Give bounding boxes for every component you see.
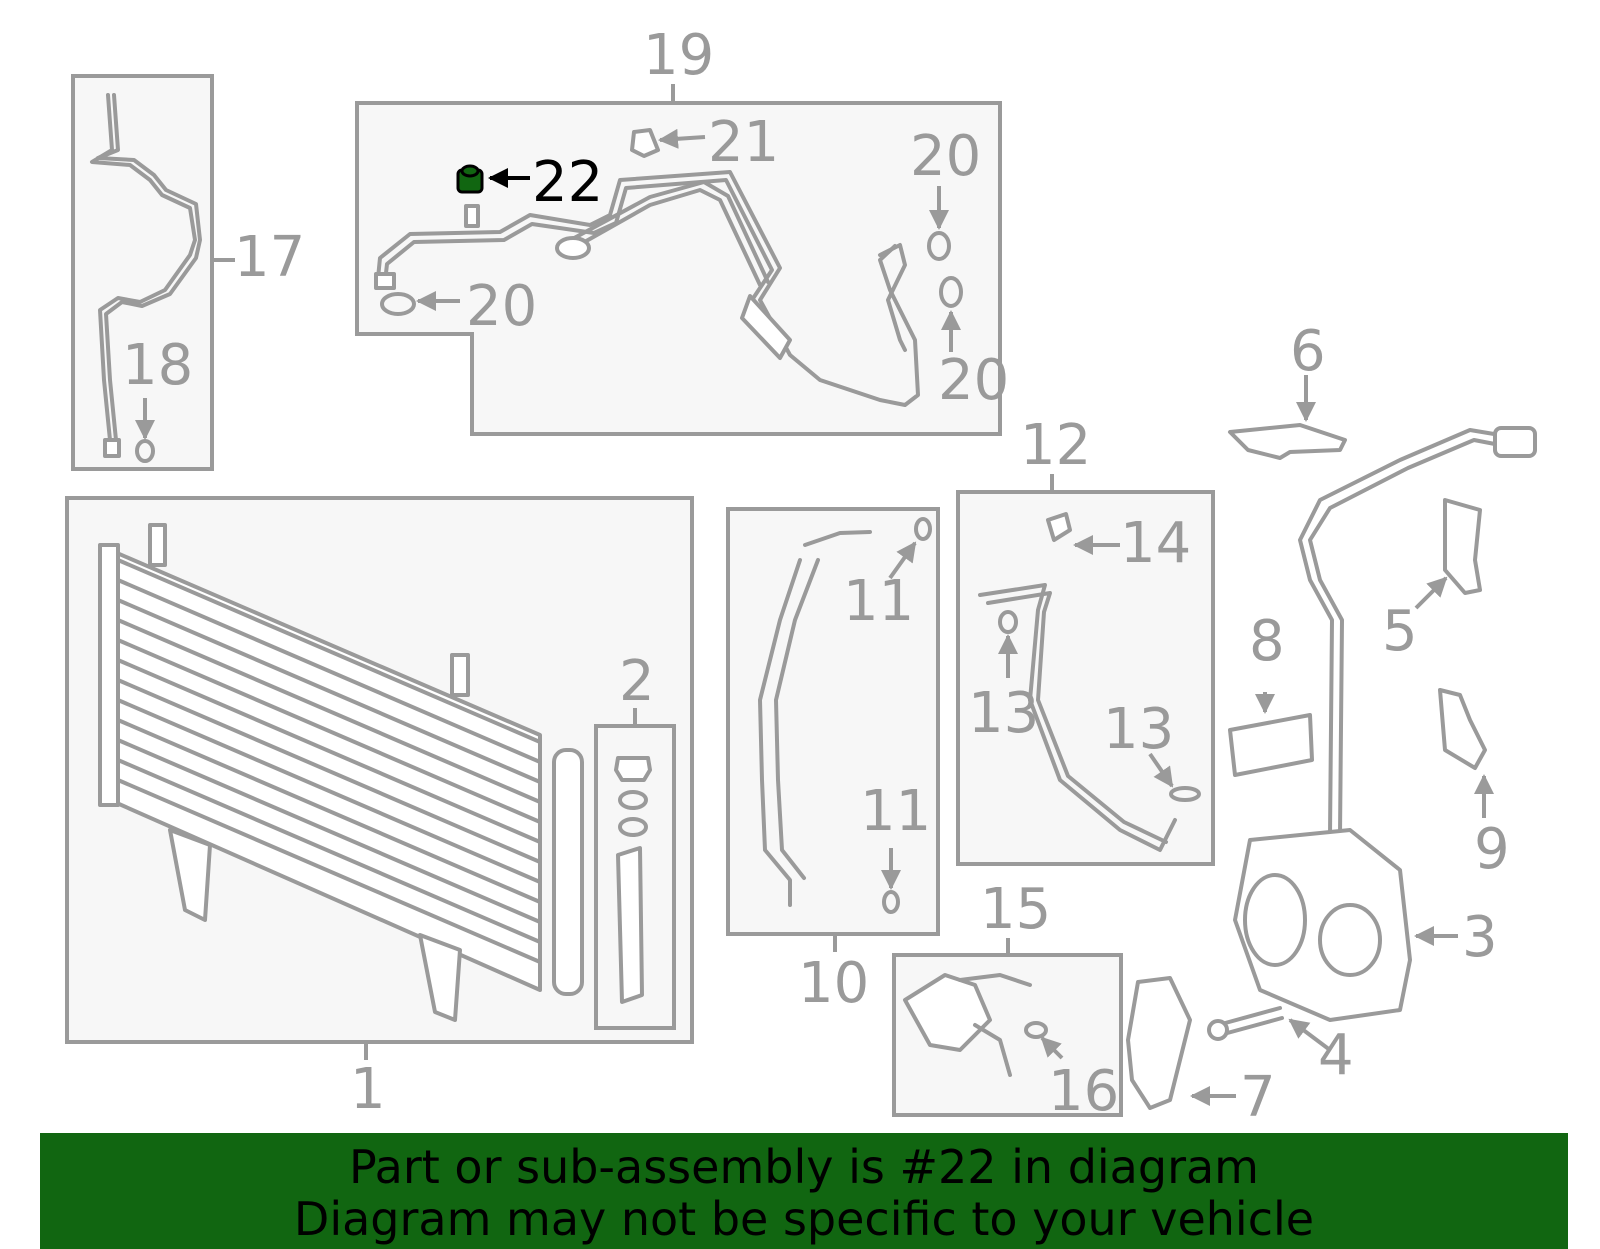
callout-11-top: 11 (843, 569, 914, 634)
condenser-box-1 (65, 496, 694, 1044)
part-6-bracket (1228, 423, 1347, 460)
callout-17: 17 (234, 225, 305, 290)
callout-9: 9 (1474, 817, 1510, 882)
info-banner: Part or sub-assembly is #22 in diagram D… (40, 1133, 1568, 1249)
callout-16: 16 (1048, 1059, 1119, 1124)
condenser-fins (117, 558, 541, 964)
callout-20-left: 20 (466, 274, 537, 339)
callout-14: 14 (1120, 511, 1191, 576)
callout-15: 15 (980, 877, 1051, 942)
callout-1: 1 (350, 1057, 386, 1122)
callout-12: 12 (1020, 413, 1091, 478)
callout-3: 3 (1462, 905, 1498, 970)
callout-8: 8 (1249, 609, 1285, 674)
banner-line-1: Part or sub-assembly is #22 in diagram (349, 1140, 1259, 1194)
part-22-highlight (456, 164, 484, 194)
part-5-bracket (1443, 498, 1482, 595)
callout-22: 22 (532, 150, 603, 215)
part-7-bracket (1126, 976, 1192, 1110)
banner-line-2: Diagram may not be specific to your vehi… (293, 1192, 1315, 1246)
callout-18: 18 (122, 333, 193, 398)
part-3-compressor (1233, 828, 1412, 1022)
part-9-bracket (1438, 688, 1487, 770)
callout-5: 5 (1382, 599, 1418, 664)
callout-10: 10 (798, 951, 869, 1016)
line-assembly-box-19 (355, 101, 1002, 436)
callout-19: 19 (643, 23, 714, 88)
callout-7: 7 (1240, 1065, 1276, 1130)
part-8-bracket (1228, 713, 1314, 777)
hose-box-17 (71, 74, 214, 471)
callout-2: 2 (619, 649, 655, 714)
callout-21: 21 (708, 110, 779, 175)
compressor-line (1298, 426, 1537, 837)
part-4-bolt (1207, 1006, 1284, 1041)
callout-13-right: 13 (1103, 697, 1174, 762)
callout-6: 6 (1290, 319, 1326, 384)
callout-4: 4 (1318, 1023, 1354, 1088)
callout-20-bottom: 20 (938, 348, 1009, 413)
callout-numbers: 17 18 19 21 22 20 20 20 1 2 10 11 11 12 … (122, 23, 1510, 1130)
callout-13-left: 13 (968, 681, 1039, 746)
callout-20-top: 20 (910, 124, 981, 189)
receiver-box-2 (594, 724, 676, 1030)
leader-lines (135, 84, 1494, 1106)
hose-box-10 (726, 507, 940, 936)
callout-11-bottom: 11 (860, 779, 931, 844)
hose-box-15 (892, 953, 1123, 1117)
